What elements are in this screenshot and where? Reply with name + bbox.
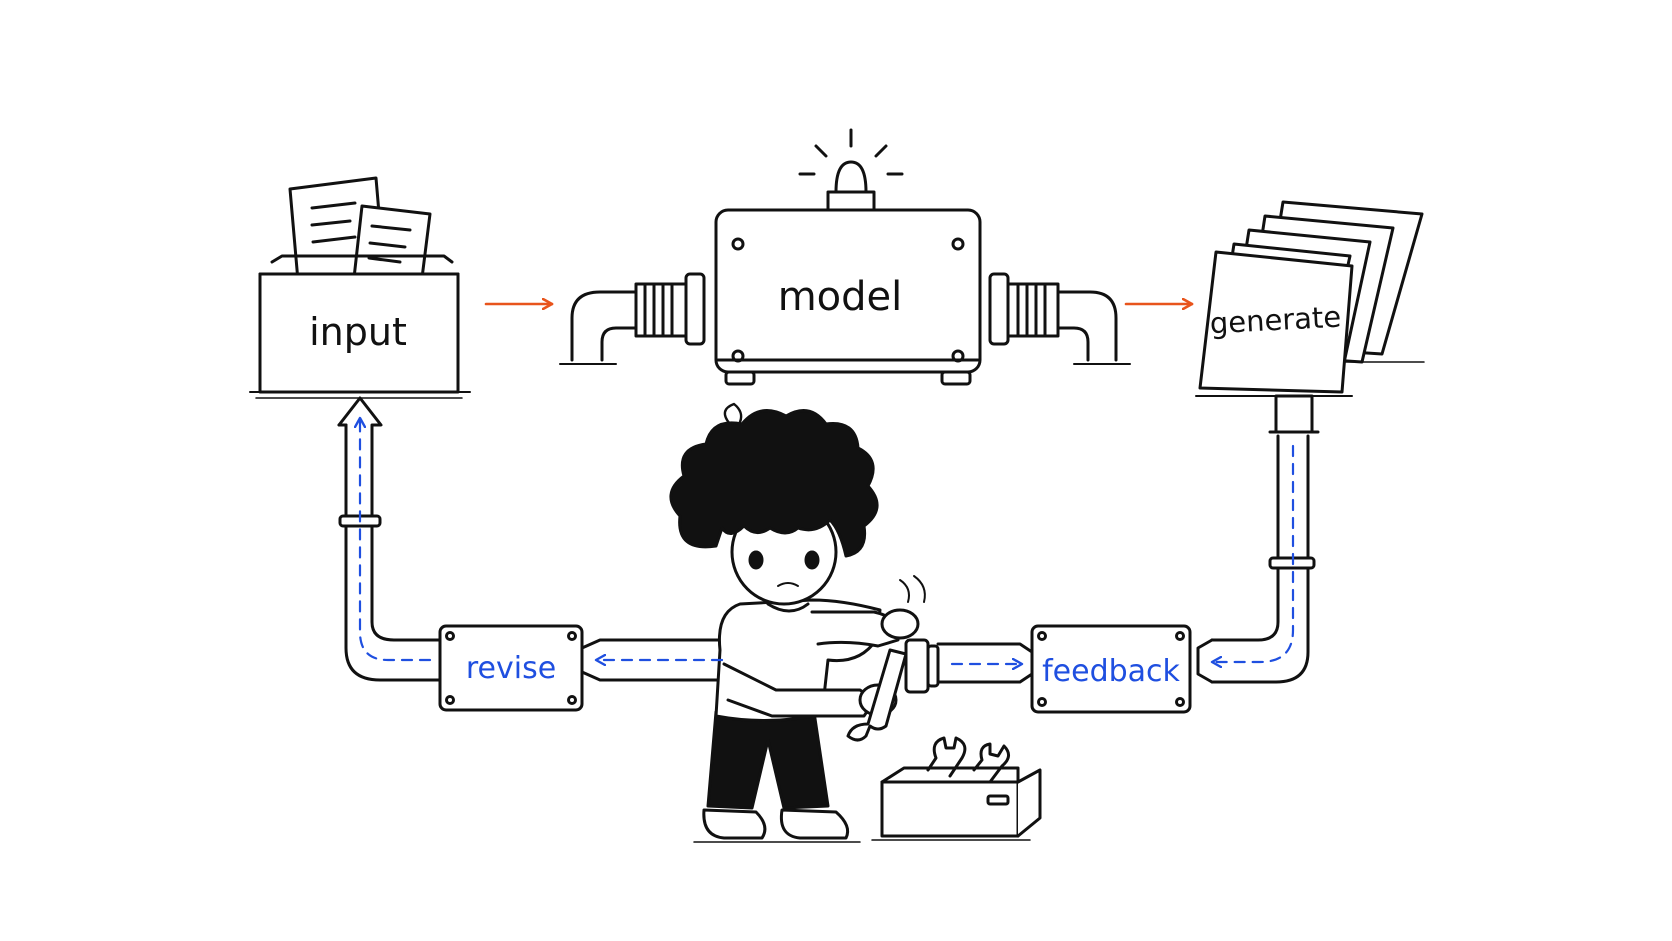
input-box xyxy=(249,176,471,399)
person-hair xyxy=(669,409,879,558)
revise-label: revise xyxy=(466,651,556,686)
pipe-revise-segment xyxy=(580,638,732,682)
revise-panel xyxy=(438,624,584,712)
beacon-light-icon xyxy=(834,160,868,194)
feedback-panel xyxy=(1030,624,1192,714)
return-pipe-right xyxy=(1196,394,1320,684)
person-legs xyxy=(706,710,830,810)
generate-stack xyxy=(1195,200,1425,397)
return-pipe-left xyxy=(337,396,442,682)
pipe-feedback-segment xyxy=(904,638,1034,694)
toolbox xyxy=(871,736,1042,841)
feedback-label: feedback xyxy=(1042,654,1180,689)
feedback-loop-flow xyxy=(360,418,1295,664)
model-label: model xyxy=(778,274,903,320)
wrench-icon xyxy=(972,742,1010,784)
generate-label: generate xyxy=(1209,300,1342,341)
input-label: input xyxy=(309,310,407,354)
wrench-icon xyxy=(846,648,908,742)
person xyxy=(669,402,926,843)
wrench-icon xyxy=(926,736,967,778)
model-machine xyxy=(559,128,1131,386)
